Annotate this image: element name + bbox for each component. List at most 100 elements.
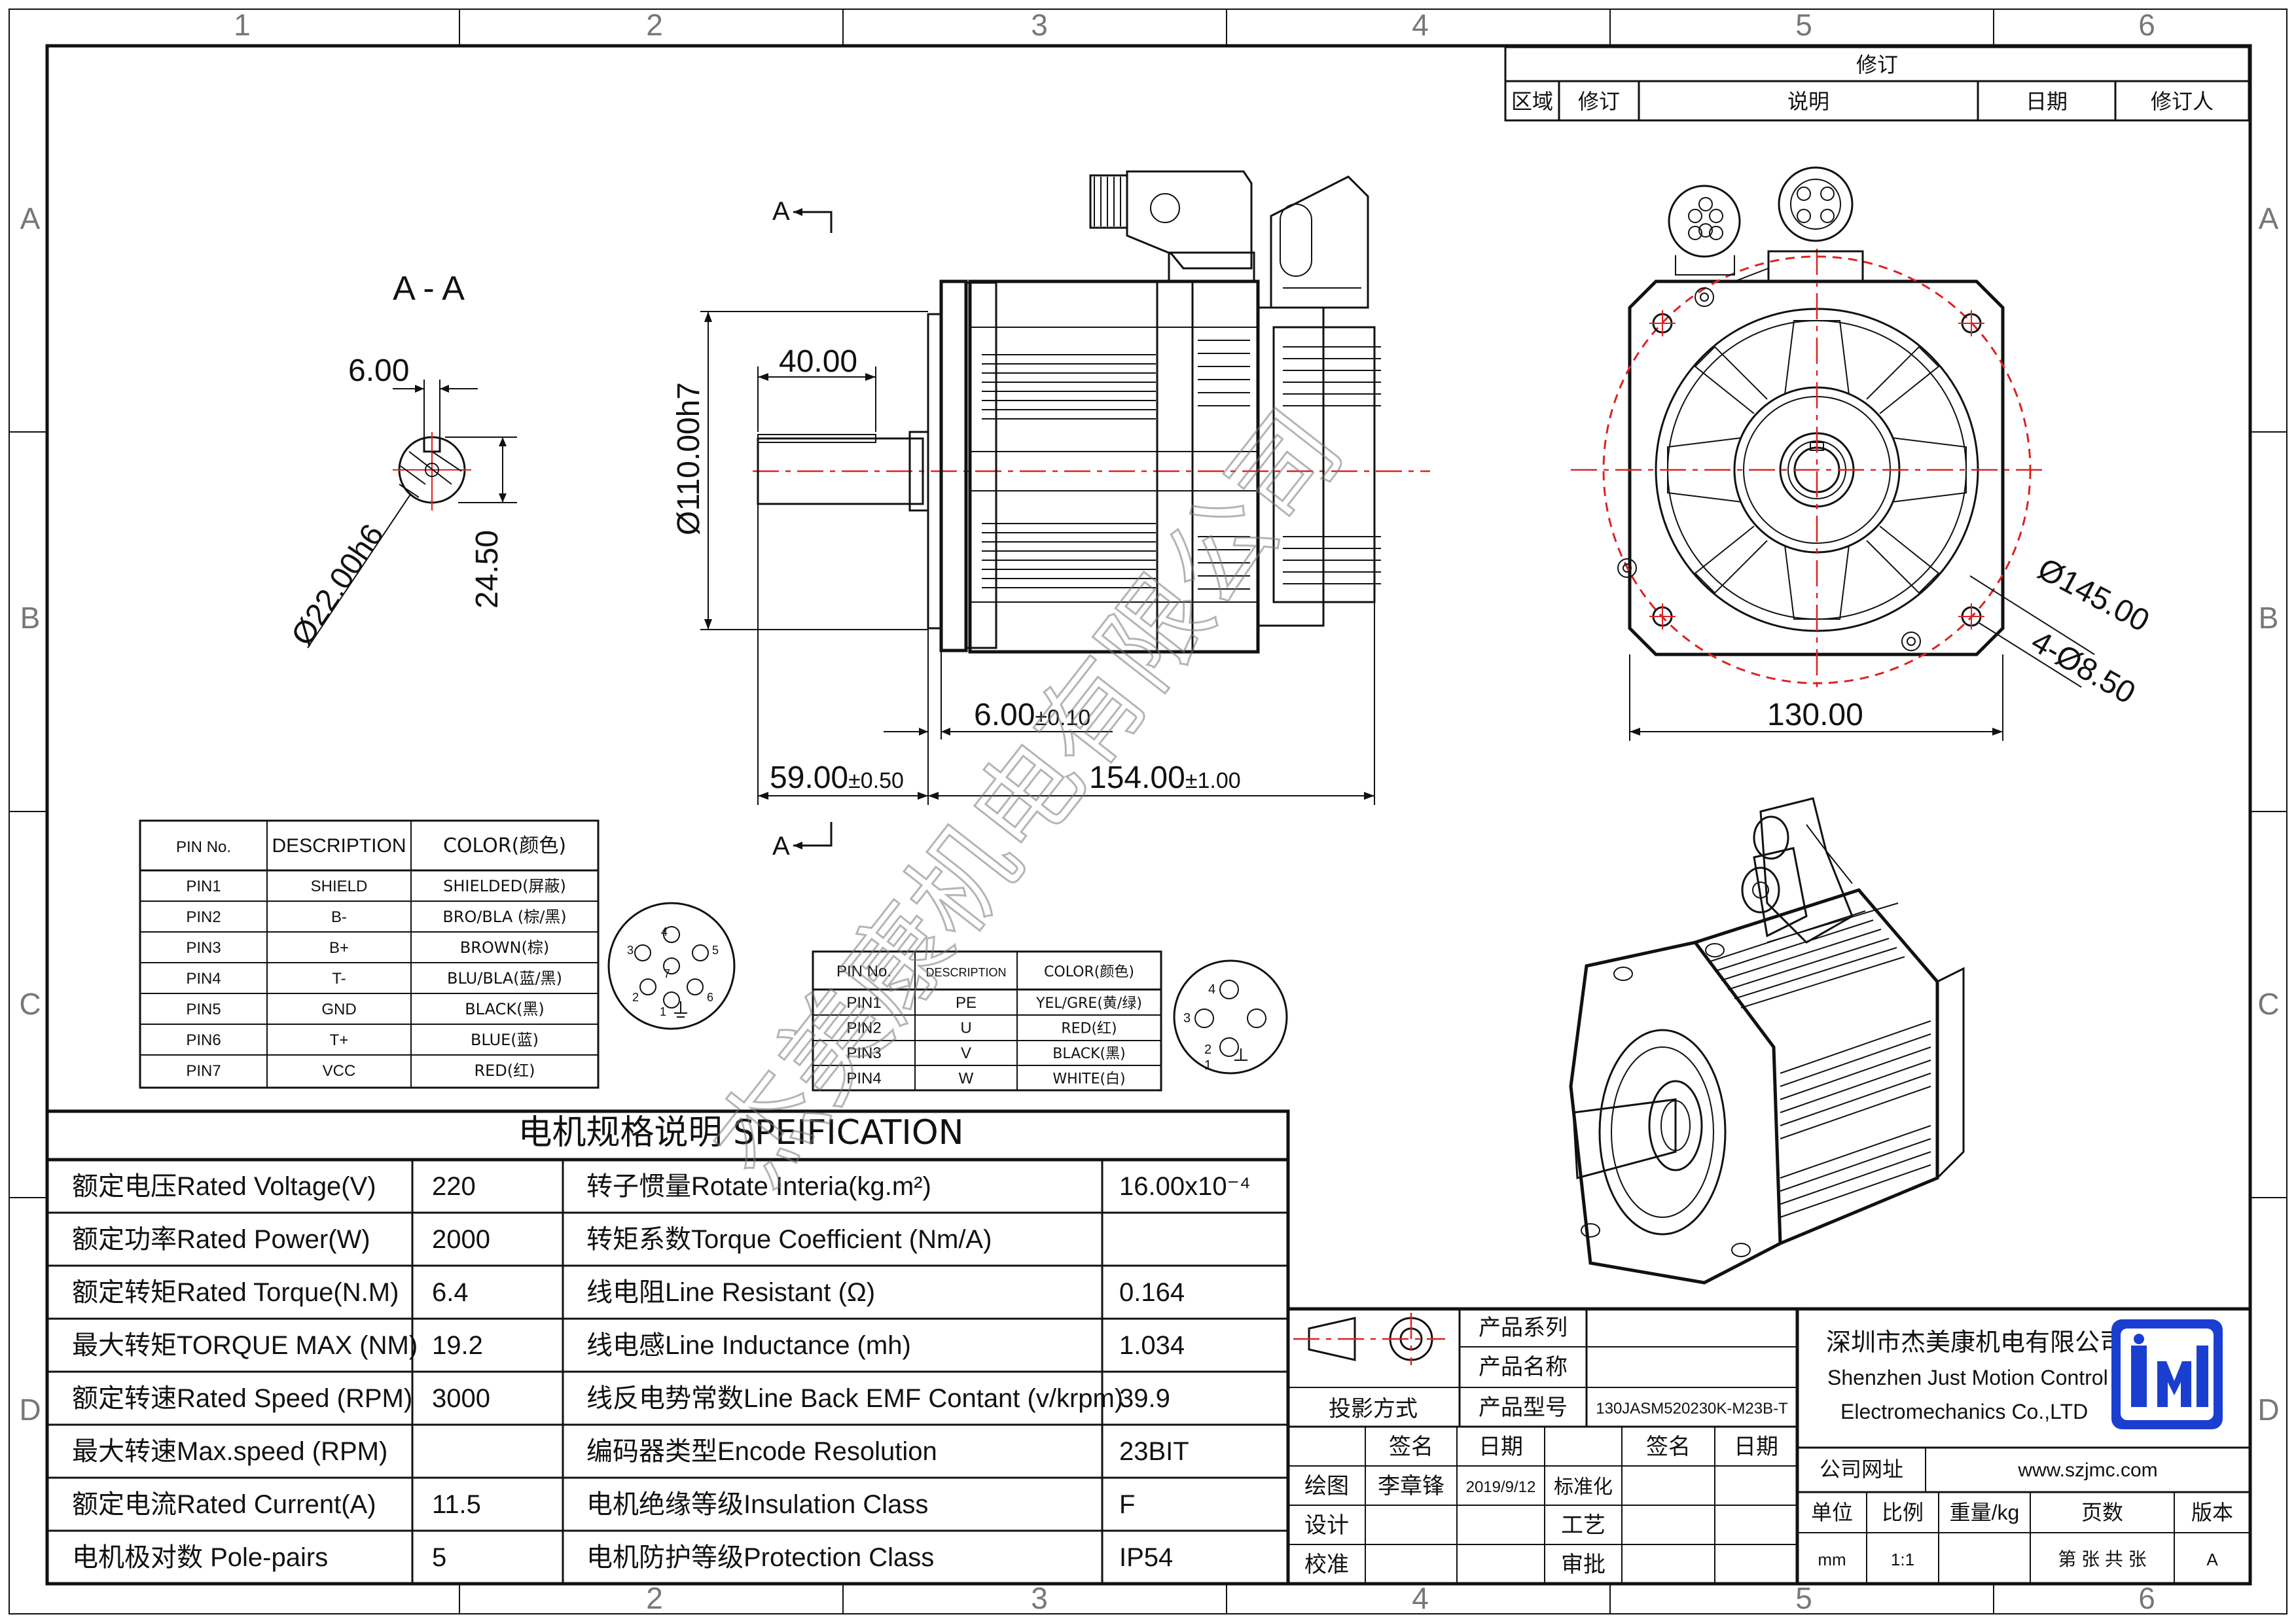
pwr-pin-label-1: 1: [1204, 1058, 1211, 1073]
key-width-dim: 6.00: [348, 353, 409, 388]
pwr-cell: V: [961, 1044, 971, 1062]
zone-row-c-left: C: [19, 987, 41, 1021]
enc-pin-label-6: 6: [707, 991, 713, 1004]
zone-col-5-top: 5: [1795, 8, 1812, 42]
pwr-cell: WHITE(白): [1052, 1071, 1125, 1088]
spec-cell: 额定电压Rated Voltage(V): [72, 1172, 376, 1201]
spec-cell: 额定功率Rated Power(W): [72, 1225, 370, 1254]
pwr-cell: U: [960, 1020, 971, 1037]
pwr-cell: PE: [956, 994, 977, 1012]
pwr-cell: PIN4: [846, 1070, 881, 1088]
tb-std-label: 标准化: [1554, 1476, 1613, 1498]
tb-version-label: 版本: [2191, 1501, 2233, 1524]
enc-cell: BLUE(蓝): [471, 1031, 539, 1049]
tb-name-label: 产品名称: [1479, 1355, 1568, 1380]
zone-col-2-bottom: 2: [646, 1581, 663, 1615]
enc-cell: PIN7: [186, 1062, 221, 1080]
zone-col-4-top: 4: [1412, 8, 1429, 42]
encoder-connector-side: [1270, 175, 1369, 309]
tb-version: A: [2206, 1550, 2218, 1569]
tb-approve-label: 审批: [1561, 1552, 1605, 1577]
enc-cell: PIN6: [186, 1031, 221, 1049]
enc-cell: T-: [332, 970, 346, 988]
spec-cell: 11.5: [432, 1490, 481, 1519]
tb-weight-label: 重量/kg: [1950, 1501, 2020, 1524]
enc-header-pin: PIN No.: [176, 838, 231, 856]
key-length-dim: 40.00: [779, 344, 857, 379]
revision-title: 修订: [1856, 52, 1898, 77]
pwr-cell: PIN2: [846, 1020, 881, 1037]
encoder-connector-front: [1668, 185, 1741, 276]
pwr-cell: BLACK(黑): [1052, 1046, 1125, 1062]
enc-pin-label-7: 7: [664, 967, 670, 980]
spec-cell: 线电阻Line Resistant (Ω): [586, 1278, 875, 1307]
revision-table: 修订 区域 修订 说明 日期 修订人: [1504, 46, 2250, 122]
tb-series-label: 产品系列: [1479, 1315, 1568, 1340]
power-connector-side: [1089, 170, 1255, 283]
title-block: 投影方式 产品系列 产品名称 产品型号 130JASM520230K-M23B-…: [1286, 1307, 2252, 1586]
spec-cell: 2000: [432, 1225, 490, 1254]
body-len-dim: 154.00±1.00: [1089, 760, 1241, 795]
enc-pin-label-3: 3: [627, 944, 634, 957]
body-len-value: 154.00: [1089, 760, 1185, 795]
spec-cell: 额定转矩Rated Torque(N.M): [72, 1278, 399, 1307]
watermark: 杰美康机电有限公司: [689, 389, 1366, 1207]
section-view-aa: A - A 6.00 24.50 Ø22.00h6: [285, 270, 517, 652]
power-connector-pinout: 4 3 2 1: [1173, 959, 1288, 1075]
revision-header-rev: 修订: [1578, 89, 1620, 114]
zone-col-3-bottom: 3: [1031, 1581, 1048, 1615]
zone-labels: 1 2 3 4 5 6 2 3 4 5 6 A B C D A B C D: [19, 8, 2279, 1615]
section-mark-top: A: [772, 197, 790, 226]
pwr-header-color: COLOR(颜色): [1044, 964, 1134, 980]
zone-row-d-right: D: [2257, 1393, 2279, 1427]
spec-cell: 最大转速Max.speed (RPM): [72, 1437, 387, 1466]
enc-cell: BRO/BLA (棕/黑): [442, 908, 566, 926]
revision-header-reviser: 修订人: [2151, 89, 2214, 114]
spec-cell: 线反电势常数Line Back EMF Contant (v/krpm): [586, 1384, 1123, 1413]
enc-cell: SHIELD: [311, 878, 368, 895]
zone-row-b-right: B: [2259, 601, 2279, 635]
spec-cell: 编码器类型Encode Resolution: [586, 1437, 937, 1466]
pwr-pin-label-2: 2: [1204, 1043, 1211, 1057]
section-mark-bottom: A: [772, 832, 790, 861]
spec-title: 电机规格说明 SPEIFICATION: [518, 1113, 963, 1152]
spec-cell: 转子惯量Rotate Interia(kg.m²): [586, 1172, 931, 1201]
flange-thk-tol: ±0.10: [1035, 705, 1090, 730]
zone-col-6-bottom: 6: [2138, 1581, 2155, 1615]
spec-cell: 1.034: [1119, 1331, 1185, 1360]
zone-row-b-left: B: [20, 601, 41, 635]
projection-symbol: [1293, 1313, 1445, 1365]
side-view: A A: [672, 170, 1430, 861]
shaft-len-dim: 59.00±0.50: [770, 760, 904, 795]
motor-fins-lower: [982, 523, 1156, 588]
enc-cell: PIN4: [186, 970, 221, 988]
company-name-cn: 深圳市杰美康机电有限公司: [1826, 1328, 2125, 1357]
enc-pin-label-5: 5: [712, 944, 719, 957]
tb-projection-label: 投影方式: [1329, 1397, 1418, 1421]
tb-website-label: 公司网址: [1820, 1457, 1903, 1481]
enc-cell: PIN2: [186, 908, 221, 926]
zone-col-6-top: 6: [2138, 8, 2155, 42]
key-depth-dim: 24.50: [470, 530, 505, 609]
spec-table: 电机规格说明 SPEIFICATION 额定电压Rated Voltage(V)…: [45, 1109, 1290, 1586]
spec-cell: 3000: [432, 1384, 490, 1413]
spec-cell: 电机绝缘等级Insulation Class: [586, 1490, 928, 1519]
enc-cell: RED(红): [474, 1061, 535, 1080]
enc-cell: PIN3: [186, 939, 221, 957]
pwr-cell: PIN3: [846, 1044, 881, 1062]
enc-cell: B-: [331, 908, 347, 926]
pcd-dim: Ø145.00: [2032, 552, 2155, 639]
spec-cell: 19.2: [432, 1331, 483, 1360]
tb-model-label: 产品型号: [1479, 1395, 1568, 1420]
tb-pages: 第 张 共 张: [2058, 1549, 2146, 1569]
mounting-holes: [1617, 287, 1984, 651]
spec-cell: 5: [432, 1543, 446, 1572]
revision-header-zone: 区域: [1511, 89, 1553, 114]
square-dim: 130.00: [1767, 698, 1863, 732]
spec-cell: 电机极对数 Pole-pairs: [72, 1543, 328, 1572]
isometric-motor: [1569, 797, 1965, 1285]
enc-cell: SHIELDED(屏蔽): [443, 877, 566, 895]
spec-cell: 转矩系数Torque Coefficient (Nm/A): [586, 1225, 992, 1254]
